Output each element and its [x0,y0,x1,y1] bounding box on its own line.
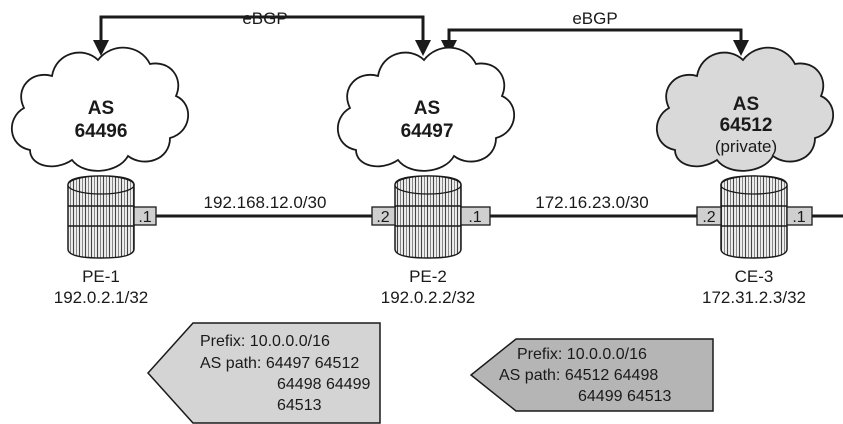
cloud-as-number: 64496 [75,121,128,142]
subnet-label: 172.16.23.0/30 [535,193,648,212]
cloud-as-number: 64512 [720,115,773,136]
subnet-label: 192.168.12.0/30 [204,193,327,212]
cloud-as-64497: AS 64497 [336,46,516,172]
router-name: CE-3 [735,267,774,286]
iface-ce3-to-pe2: .2 [696,206,722,226]
cloud-private-note: (private) [715,137,777,156]
ebgp-session-2: eBGP [441,9,749,56]
cloud-as-label: AS [88,98,114,119]
ebgp-session-1: eBGP [93,9,431,56]
link-pe1-pe2: 192.168.12.0/30 [156,193,372,218]
cloud-shape [336,46,516,172]
advert-as-path-cont: 64513 [277,397,322,414]
advert-as-path: AS path: 64497 64512 [200,355,359,372]
router-address: 192.0.2.2/32 [381,288,476,307]
iface-ce3-uplink: .1 [786,206,813,226]
advertisement-pe2-to-pe1: Prefix: 10.0.0.0/16 AS path: 64497 64512… [146,322,381,424]
iface-pe1-to-pe2: .1 [133,206,157,226]
cloud-as-label: AS [733,94,759,115]
router-address: 192.0.2.1/32 [54,288,149,307]
svg-text:.1: .1 [138,209,151,226]
advertisement-ce3-to-pe2: Prefix: 10.0.0.0/16 AS path: 64512 64498… [469,338,714,412]
iface-pe2-to-ce3: .1 [460,206,491,226]
advert-as-path-cont: 64499 64513 [578,388,672,405]
cloud-as-64496: AS 64496 [10,46,190,172]
cloud-shape [655,46,835,172]
svg-text:.1: .1 [468,209,481,226]
router-name: PE-2 [409,267,447,286]
advert-as-path: AS path: 64512 64498 [499,367,658,384]
svg-text:.2: .2 [702,209,715,226]
iface-pe2-to-pe1: .2 [371,206,396,226]
advert-prefix: Prefix: 10.0.0.0/16 [200,333,330,350]
cloud-shape [10,46,190,172]
cloud-as-64512: AS 64512 (private) [655,46,835,172]
advert-as-path-cont: 64498 64499 [277,376,371,393]
router-pe-2: PE-2 192.0.2.2/32 [381,175,476,307]
svg-text:.1: .1 [792,209,805,226]
ebgp-label-2: eBGP [572,9,617,28]
router-name: PE-1 [82,267,120,286]
callout-shape [146,322,381,424]
router-ce-3: CE-3 172.31.2.3/32 [702,175,806,307]
svg-text:.2: .2 [376,209,389,226]
ebgp-label-1: eBGP [242,9,287,28]
advert-prefix: Prefix: 10.0.0.0/16 [517,346,647,363]
cloud-as-number: 64497 [401,121,454,142]
link-pe2-ce3: 172.16.23.0/30 [490,193,697,218]
cloud-as-label: AS [414,98,440,119]
router-address: 172.31.2.3/32 [702,288,806,307]
router-pe-1: PE-1 192.0.2.1/32 [54,175,149,307]
callout-shape [469,338,714,412]
